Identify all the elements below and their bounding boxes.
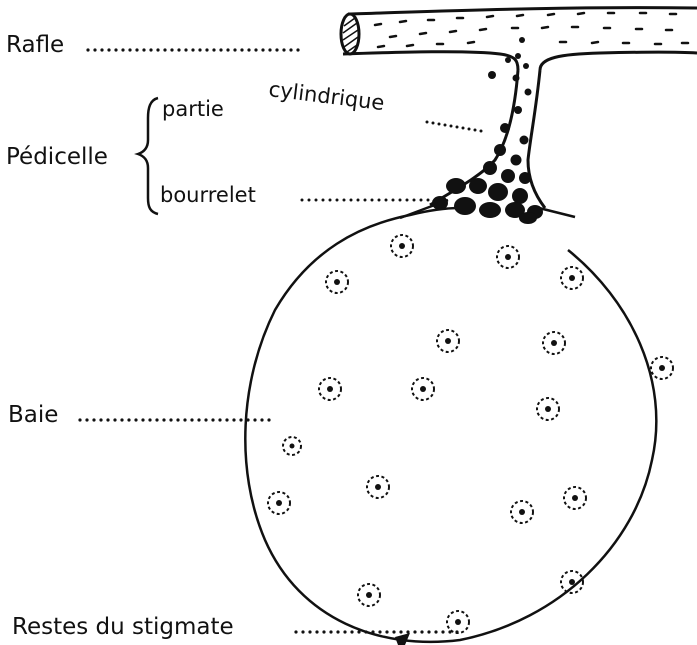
cylindrique-leader [426, 121, 483, 133]
pedicelle-brace [138, 98, 158, 214]
pedicelle-dots [483, 37, 532, 184]
label-pedicelle: Pédicelle [6, 144, 108, 170]
label-bourrelet: bourrelet [160, 183, 256, 207]
label-partie: partie [162, 97, 224, 121]
label-baie: Baie [8, 402, 58, 428]
bourrelet-swelling [432, 178, 543, 224]
bourrelet-leader [301, 199, 430, 202]
leader-lines [78, 48, 482, 633]
label-restes-du-stigmate: Restes du stigmate [12, 614, 234, 640]
baie-leader [78, 418, 270, 421]
label-rafle: Rafle [6, 32, 64, 58]
rafle-leader [86, 48, 299, 51]
stigmate-remnant [395, 633, 410, 645]
baie-dot-centers [276, 243, 665, 625]
baie-outline [245, 208, 656, 642]
rafle-branch [341, 8, 697, 70]
stigmate-leader [294, 630, 458, 633]
label-cylindrique: cylindrique [267, 77, 385, 115]
rafle-texture [375, 13, 688, 47]
